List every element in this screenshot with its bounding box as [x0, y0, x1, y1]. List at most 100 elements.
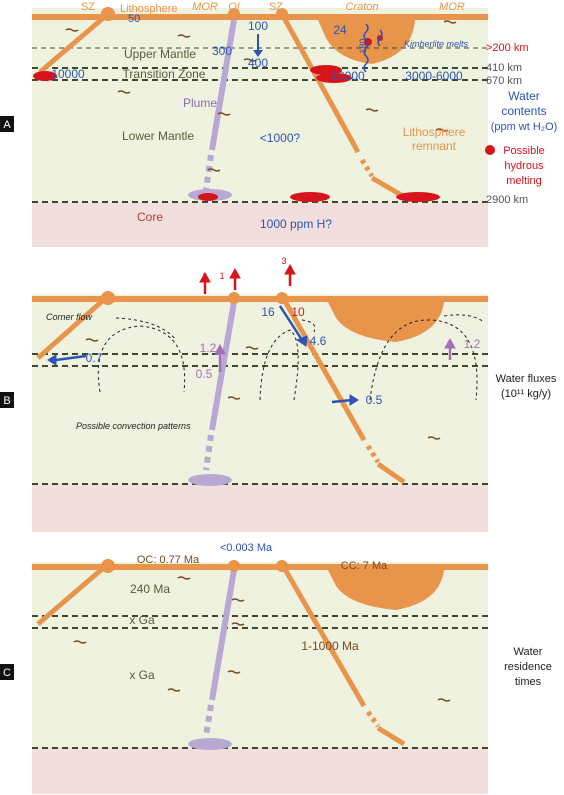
panel-a-left-slab — [38, 12, 110, 74]
panel-a-legend-melt-3: melting — [506, 175, 541, 187]
panel-a-legend-melt-dot — [485, 145, 495, 155]
panel-a-legend-melt-1: Possible — [503, 145, 545, 157]
panel-b-main-slab — [279, 294, 367, 442]
panel-b-flux-07: 0.7 — [86, 351, 103, 365]
panel-a-mantle — [32, 8, 488, 203]
panel-c-oc-label: OC: 0.77 Ma — [137, 554, 200, 566]
panel-c-tag: C — [0, 664, 14, 680]
panel-a-plume-label: Plume — [183, 96, 217, 110]
panel-b-legend-1: Water fluxes — [496, 373, 557, 385]
panel-a-core-label: Core — [137, 210, 163, 224]
svg-text:C: C — [3, 667, 11, 679]
panel-b-legend-2: (10¹¹ kg/y) — [501, 388, 551, 400]
panel-c-xga-1: x Ga — [129, 613, 155, 627]
panel-a-melt-tz-2 — [316, 73, 352, 83]
panel-c-plume-dashed — [203, 704, 214, 737]
panel-a-legend-water-3: (ppm wt H₂O) — [491, 121, 558, 133]
panel-b-flux-3: 3 — [281, 256, 286, 266]
panel-b-slab-remnant — [376, 461, 406, 485]
panel-b-core — [32, 484, 488, 532]
svg-text:A: A — [3, 119, 11, 131]
panel-c-240ma: 240 Ma — [130, 582, 170, 596]
panel-a-melt-cmb-1 — [290, 192, 330, 202]
panel-c-ridge-oi — [228, 560, 240, 572]
panel-a-tz-far-value: 3000-6000 — [405, 69, 463, 83]
panel-a-melt-left — [33, 71, 57, 81]
panel-b-ridge-sz — [276, 292, 288, 304]
panel-b-mineral-squiggles — [85, 338, 441, 440]
panel-b-flux-46: 4.6 — [310, 334, 327, 348]
panel-a-oi-label: OI — [228, 1, 240, 13]
panel-a-tz-left-value: 10000 — [51, 67, 85, 81]
panel-c-xga-2: x Ga — [129, 668, 155, 682]
panel-a-legend-melt-2: hydrous — [504, 160, 544, 172]
panel-a-kimberlite-label: Kimberlite melts — [404, 39, 469, 49]
panel-c-slab-dashed — [365, 710, 381, 728]
panel-a-legend-water-1: Water — [508, 89, 540, 103]
panel-a-main-slab — [279, 12, 361, 154]
panel-b-plume-dashed — [203, 434, 214, 471]
panel-b-slab-dashed — [365, 444, 381, 464]
panel-a-mor-left-label: MOR — [192, 1, 218, 13]
panel-a-ridge-sz — [276, 8, 288, 20]
panel-c-legend-3: times — [515, 676, 542, 688]
panel-a-depth-2900: 2900 km — [486, 194, 528, 206]
panel-a-craton-label: Craton — [345, 1, 378, 13]
panel-a-val-100: 100 — [248, 19, 268, 33]
panel-c: OC: 0.77 Ma <0.003 Ma CC: 7 Ma 240 Ma x … — [0, 542, 552, 794]
panel-c-cc-label: CC: 7 Ma — [341, 560, 388, 572]
panel-a-legend-water-2: contents — [501, 104, 546, 118]
panel-a-blue-arrowhead — [253, 50, 263, 57]
panel-a-depth-410: 410 km — [486, 62, 522, 74]
panel-a-plume-dashed — [203, 154, 214, 191]
panel-b-flux-10: 10 — [291, 305, 305, 319]
svg-text:B: B — [3, 395, 10, 407]
panel-a-tz-right-value: 10000 — [331, 69, 365, 83]
panel-b-ridge-oi — [228, 292, 240, 304]
panel-a-val-300: 300 — [212, 44, 232, 58]
panel-a-sz-mid-label: SZ — [269, 1, 283, 13]
panel-a-depth-670: 670 km — [486, 75, 522, 87]
panel-b-flux-1b: 1 — [219, 271, 224, 281]
panel-c-ridge-sz — [276, 560, 288, 572]
panel-a-ridge-oi — [228, 8, 240, 20]
panel-a-melt-tz-1 — [310, 65, 342, 75]
panel-b-flux-16: 16 — [261, 305, 275, 319]
panel-b-lithosphere-band — [32, 296, 488, 302]
panel-c-plume — [209, 569, 237, 701]
panel-b-convection-label: Possible convection patterns — [76, 421, 191, 431]
panel-a-val-24: 24 — [333, 23, 347, 37]
panel-a-core — [32, 203, 488, 247]
panel-a-val-400: 400 — [248, 56, 268, 70]
panel-a-val-180: 180 — [358, 38, 368, 53]
panel-a-transition-zone: Transition Zone — [123, 67, 206, 81]
panel-a-lower-mantle: Lower Mantle — [122, 129, 194, 143]
panel-b-plume-head — [188, 474, 232, 486]
panel-b-tag: B — [0, 392, 14, 408]
panel-b-craton — [328, 302, 444, 342]
panel-a-lith-remnant-1: Lithosphere — [403, 125, 466, 139]
panel-b-flux-12a: 1.2 — [200, 341, 217, 355]
panel-a-tag: A — [0, 116, 14, 132]
panel-b-flux-05a: 0.5 — [196, 367, 213, 381]
panel-a-kimberlite-path — [363, 23, 369, 73]
panel-b-blue-arrows — [47, 305, 359, 406]
panel-a-val-50: 50 — [128, 13, 140, 25]
panel-a-melt-plume — [198, 193, 218, 201]
panel-b-flux-12b: 1.2 — [464, 337, 481, 351]
panel-c-plume-time: <0.003 Ma — [220, 542, 273, 554]
panel-a-upper-mantle: Upper Mantle — [124, 47, 196, 61]
panel-b-flux-1a: 1 — [202, 271, 207, 281]
panel-a-melt-cmb-2 — [396, 192, 440, 202]
panel-b-convection-curves — [97, 314, 485, 401]
panel-c-lithosphere-band — [32, 564, 488, 570]
panel-b-flux-05b: 0.5 — [366, 393, 383, 407]
panel-c-ridge-left — [101, 559, 115, 573]
panel-c-left-slab — [36, 562, 110, 626]
panel-b-corner-flow: Corner flow — [46, 312, 93, 322]
panel-c-legend-1: Water — [514, 646, 543, 658]
panel-a-slab-dashed — [359, 158, 375, 178]
panel-c-mineral-squiggles — [73, 576, 451, 702]
panel-b-left-slab — [36, 294, 110, 360]
